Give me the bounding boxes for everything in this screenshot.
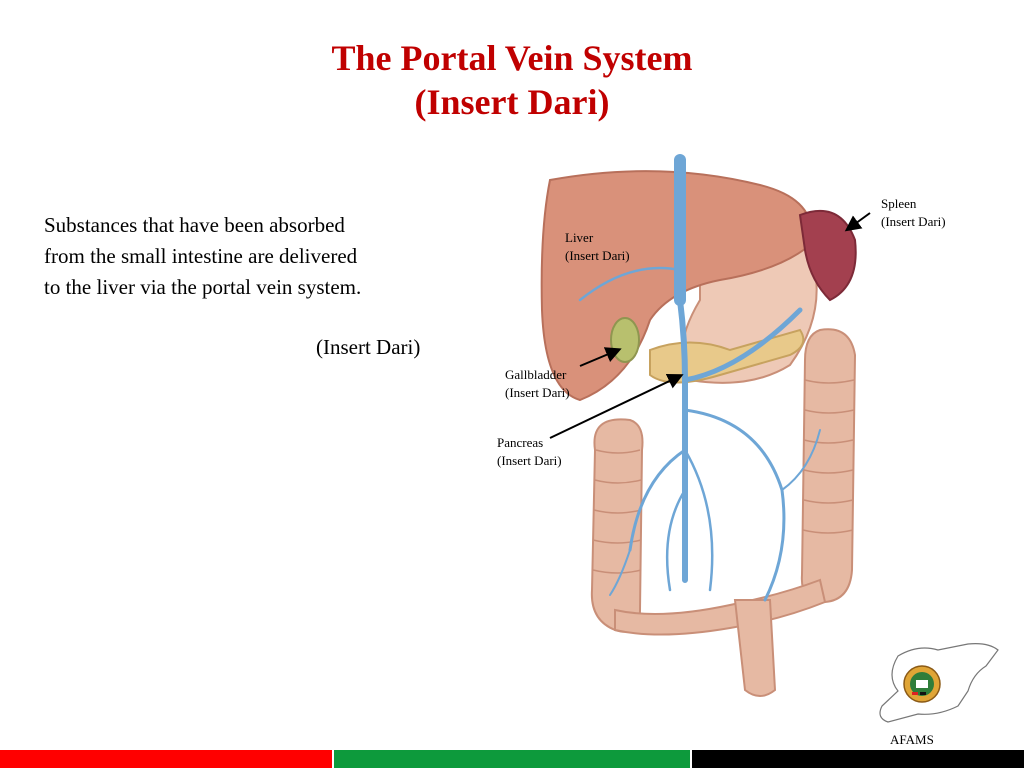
large-intestine <box>590 328 857 697</box>
gallbladder <box>610 317 640 363</box>
label-pancreas: Pancreas (Insert Dari) <box>497 434 562 470</box>
footer-bar-black <box>692 750 1024 768</box>
body-text: Substances that have been absorbed from … <box>44 210 464 303</box>
body-line-3: to the liver via the portal vein system. <box>44 275 362 299</box>
label-gallbladder: Gallbladder (Insert Dari) <box>505 366 570 402</box>
label-spleen-dari: (Insert Dari) <box>881 214 946 229</box>
title-line-1: The Portal Vein System <box>331 38 693 78</box>
label-liver-dari: (Insert Dari) <box>565 248 630 263</box>
spleen <box>798 210 857 302</box>
label-liver-name: Liver <box>565 230 594 245</box>
label-liver: Liver (Insert Dari) <box>565 229 630 265</box>
footer-bar-red <box>0 750 332 768</box>
book-icon <box>916 680 928 688</box>
body-dari-placeholder: (Insert Dari) <box>316 335 421 359</box>
body-line-1: Substances that have been absorbed <box>44 213 345 237</box>
flag-black-icon <box>920 692 926 695</box>
label-pancreas-name: Pancreas <box>497 435 544 450</box>
portal-veins <box>578 154 821 602</box>
label-gallbladder-name: Gallbladder <box>505 367 567 382</box>
footer-bar-green <box>334 750 690 768</box>
label-gallbladder-dari: (Insert Dari) <box>505 385 570 400</box>
slide-title: The Portal Vein System (Insert Dari) <box>0 36 1024 124</box>
title-line-2: (Insert Dari) <box>414 82 610 122</box>
flag-red-icon <box>912 692 918 695</box>
portal-vein-illustration <box>540 154 857 697</box>
label-spleen: Spleen (Insert Dari) <box>881 195 946 231</box>
body-line-2: from the small intestine are delivered <box>44 244 358 268</box>
label-spleen-name: Spleen <box>881 196 917 211</box>
label-pancreas-dari: (Insert Dari) <box>497 453 562 468</box>
afams-logo <box>879 643 999 723</box>
logo-caption: AFAMS <box>890 732 934 747</box>
